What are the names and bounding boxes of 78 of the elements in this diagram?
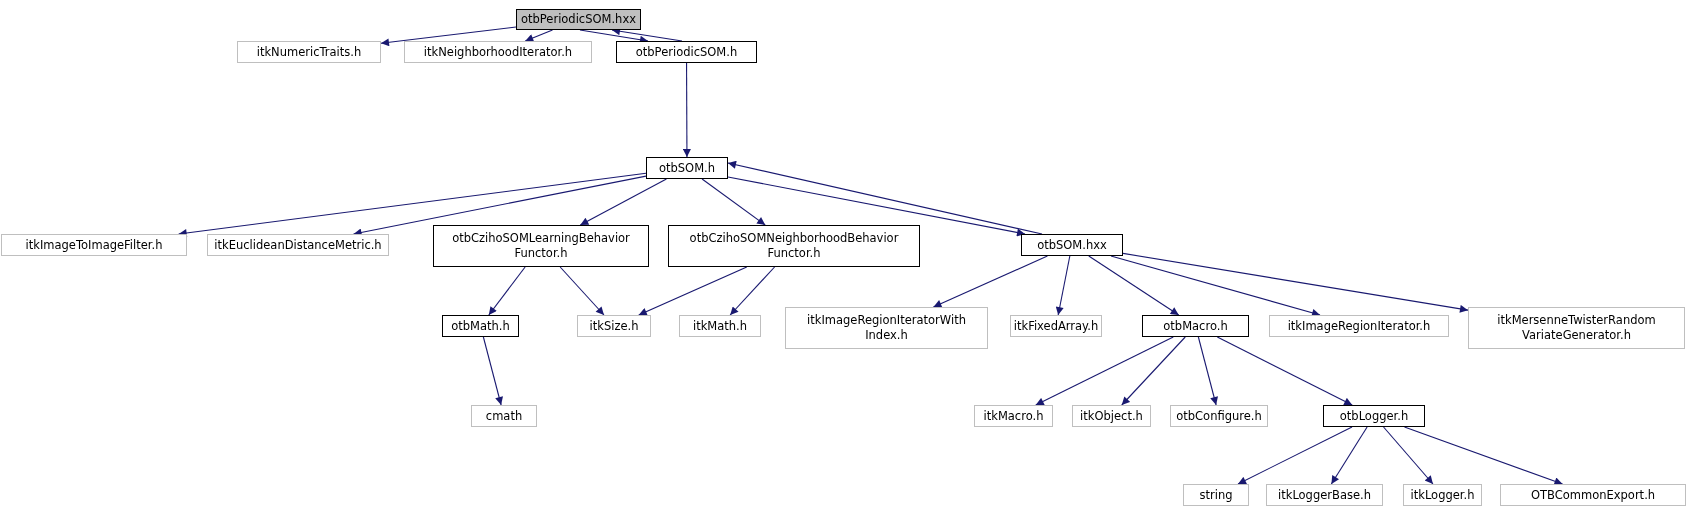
file-box [1323,405,1425,427]
arrow [579,178,667,226]
arrow [1403,426,1564,486]
file-name: itkNumericTraits.h [256,44,362,60]
file-name: itkEuclideanDistanceMetric.h [214,237,382,253]
file-name: itkMacro.h [983,408,1044,424]
arrow [727,160,1043,235]
file-name: string [1199,487,1233,503]
file-box [616,41,757,63]
file-box [207,234,389,256]
file-name: itkImageRegionIteratorWith Index.h [806,313,967,343]
arrow [682,62,691,158]
file-name: itkImageRegionIterator.h [1287,318,1431,334]
arrow [1122,252,1469,313]
file-box [433,225,649,267]
file-name: itkLogger.h [1410,487,1475,503]
file-name: itkMath.h [692,318,748,334]
arrow [559,266,605,316]
file-box [1183,484,1249,506]
file-box [1072,405,1151,427]
arrow [1383,426,1434,485]
file-box [442,315,519,337]
file-name: otbMath.h [451,318,510,334]
file-box [668,225,920,267]
file-name: otbSOM.h [658,160,716,176]
file-name: itkMersenneTwisterRandom VariateGenerator.h [1496,313,1657,343]
file-box [1021,234,1123,256]
file-name: otbConfigure.h [1176,408,1262,424]
file-box [646,157,728,179]
file-box [1500,484,1686,506]
file-box [974,405,1053,427]
file-name: itkFixedArray.h [1013,318,1099,334]
arrow [1121,336,1186,406]
file-box [1142,315,1249,337]
file-name: itkLoggerBase.h [1278,487,1371,503]
file-box [1266,484,1383,506]
file-name: otbPeriodicSOM.hxx [520,12,637,27]
arrow [932,255,1048,308]
arrow [524,29,554,42]
file-box [785,307,988,349]
arrow [1197,336,1218,406]
file-box [471,405,537,427]
arrow [638,266,748,316]
file-box [1403,484,1482,506]
arrow [488,266,526,316]
file-name: cmath [485,408,523,424]
file-box [237,41,381,63]
arrow [1035,336,1174,406]
arrow [729,266,776,316]
arrow [1110,255,1321,317]
file-box [679,315,761,337]
file-name: itkSize.h [589,318,639,334]
arrow [701,178,766,226]
arrow [1330,426,1368,485]
arrow [1237,426,1353,485]
file-name: otbCzihoSOMLearningBehavior Functor.h [451,231,631,261]
arrow [1088,255,1180,316]
file-box [404,41,592,63]
file-box [1468,307,1685,349]
arrow [178,172,647,237]
file-box [1170,405,1268,427]
file-name: itkNeighborhoodIterator.h [423,44,573,60]
file-name: otbLogger.h [1339,408,1409,424]
file-name: otbCzihoSOMNeighborhoodBehavior Functor.h [688,231,900,261]
file-box [1269,315,1449,337]
file-name: itkObject.h [1080,408,1143,424]
arrow [727,176,1026,237]
file-name: otbMacro.h [1163,318,1228,334]
file-name: otbSOM.hxx [1037,237,1107,253]
arrow [1055,255,1071,316]
file-name: itkImageToImageFilter.h [25,237,163,253]
file-box [1,234,187,256]
arrow [482,336,503,406]
arrow [380,26,517,47]
arrow [1216,336,1353,406]
file-name: OTBCommonExport.h [1530,487,1656,503]
file-name: otbPeriodicSOM.h [635,44,738,60]
file-box [577,315,651,337]
